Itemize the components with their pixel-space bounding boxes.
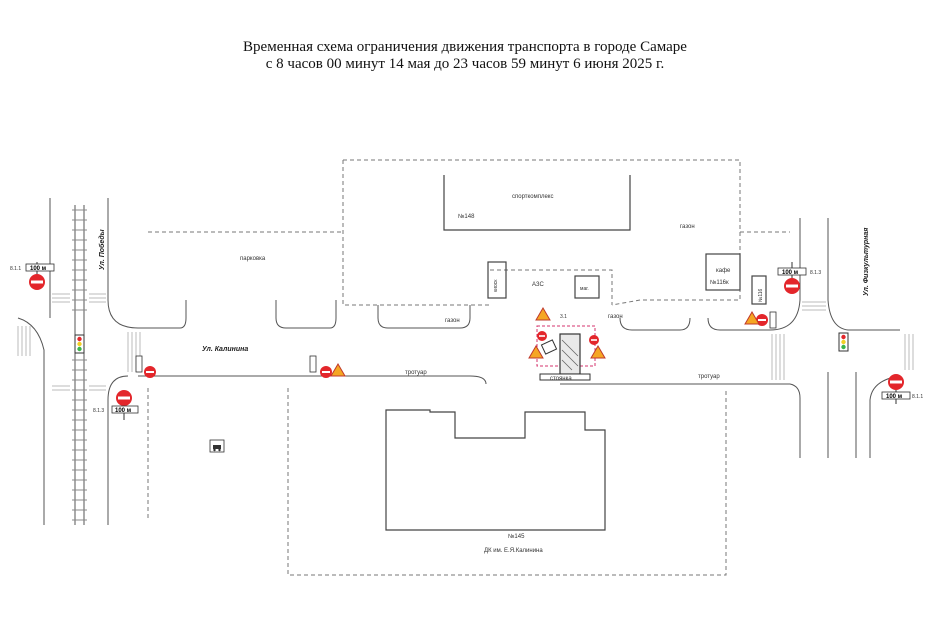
label-building-bottom-num: №145	[508, 533, 525, 540]
crosswalk-kalinina-left	[127, 332, 141, 372]
scheme-title-line2: с 8 часов 00 минут 14 мая до 23 часов 59…	[265, 56, 665, 72]
work-zone	[536, 325, 596, 381]
street-label-fizkulturnaya: Ул. Физкультурная	[863, 228, 870, 296]
warning-sign-work-left	[528, 345, 544, 359]
building-sports-complex	[443, 175, 631, 231]
warning-sign-work-right	[590, 345, 606, 359]
plate-right-top-code: 8.1.3	[810, 270, 821, 276]
scheme-title-line1: Временная схема ограничения движения тра…	[243, 39, 687, 55]
crosswalk-north-left	[52, 293, 106, 303]
tram-track	[72, 205, 87, 525]
plate-left-top-code: 8.1.1	[10, 266, 21, 272]
brick-sign-code: 3.1	[560, 314, 567, 320]
label-trotuar-left: тротуар	[405, 370, 427, 376]
building-dk-kalinina	[385, 409, 606, 531]
no-entry-sign-left-bottom	[116, 390, 132, 406]
plate-left-top: 100 м 8.1.1	[10, 262, 55, 274]
no-entry-sign-work-right	[589, 335, 599, 345]
plate-right-bottom-text: 100 м	[886, 394, 903, 400]
sign-square-right	[769, 311, 777, 329]
plate-right-top: 100 м 8.1.3	[777, 262, 821, 278]
crosswalk-east	[904, 334, 914, 370]
label-kiosk1: киоск	[493, 279, 499, 292]
label-gazon-top: газон	[680, 224, 695, 230]
excavation-hatch	[561, 339, 579, 371]
plate-right-bottom: 100 м 8.1.1	[881, 390, 923, 404]
plate-right-top-text: 100 м	[782, 270, 799, 276]
no-entry-sign-kalinina-left	[144, 366, 156, 378]
crosswalk-kalinina-right	[771, 334, 785, 380]
label-cafe-num: №116к	[710, 279, 729, 286]
label-kiosk2: маг.	[580, 286, 589, 292]
label-gazon-left: газон	[445, 318, 460, 324]
warning-sign-kalinina	[330, 363, 346, 377]
building-kiosk-right	[751, 275, 767, 305]
label-trotuar-right: тротуар	[698, 374, 720, 380]
crosswalk-pobedy-south	[52, 385, 106, 391]
no-entry-sign-right-kalinina	[756, 314, 768, 326]
sign-square-kalinina-left	[135, 355, 143, 373]
crosswalks	[17, 293, 914, 391]
traffic-light-left	[74, 334, 85, 354]
road-edges	[17, 198, 901, 525]
traffic-light-right	[838, 332, 849, 352]
buildings	[385, 175, 767, 531]
label-building-top-name: спорткомплекс	[512, 194, 553, 200]
no-entry-sign-work-left	[537, 331, 547, 341]
parking-icon	[209, 439, 225, 453]
label-building-top-num: №148	[458, 213, 475, 220]
label-building-bottom-name: ДК им. Е.Я.Калинина	[484, 548, 543, 554]
no-entry-sign-right-bottom	[888, 374, 904, 390]
crosswalk-west	[17, 326, 31, 356]
no-entry-sign-right-top	[784, 278, 800, 294]
crosswalk-fizkult-north	[802, 301, 826, 311]
no-entry-sign-left-top	[29, 274, 45, 290]
no-entry-sign-kalinina-mid	[320, 366, 332, 378]
warning-sign-work-top	[535, 307, 551, 321]
street-label-kalinina: Ул. Калинина	[202, 346, 248, 353]
warning-sign-right	[744, 311, 760, 325]
sign-square-kalinina-mid	[309, 355, 317, 373]
label-parkovka: парковка	[240, 256, 266, 262]
plate-left-top-text: 100 м	[30, 266, 47, 272]
warning-signs	[330, 307, 760, 377]
barrier-south	[539, 373, 591, 381]
plate-right-bottom-code: 8.1.1	[912, 394, 923, 400]
label-stoyanka-bottom: стоянка	[550, 376, 572, 382]
plate-left-bottom: 100 м 8.1.3	[93, 405, 139, 420]
territory-boundaries	[147, 159, 790, 576]
label-cafe: кафе	[716, 268, 731, 274]
equipment-block	[540, 339, 558, 355]
sign-plates: 100 м 8.1.1 100 м 8.1.3 100 м 8.1.3 100 …	[10, 262, 923, 420]
label-kiosk3: №116	[758, 288, 764, 302]
building-azs-kiosk	[487, 261, 507, 299]
label-azs: АЗС	[532, 282, 544, 288]
no-entry-signs	[29, 274, 904, 406]
building-cafe	[705, 253, 741, 291]
plate-left-bottom-text: 100 м	[115, 408, 132, 414]
building-shop	[574, 275, 600, 299]
plate-left-bottom-code: 8.1.3	[93, 408, 104, 414]
label-gazon-right: газон	[608, 314, 623, 320]
street-label-pobedy: Ул. Победы	[98, 229, 106, 270]
